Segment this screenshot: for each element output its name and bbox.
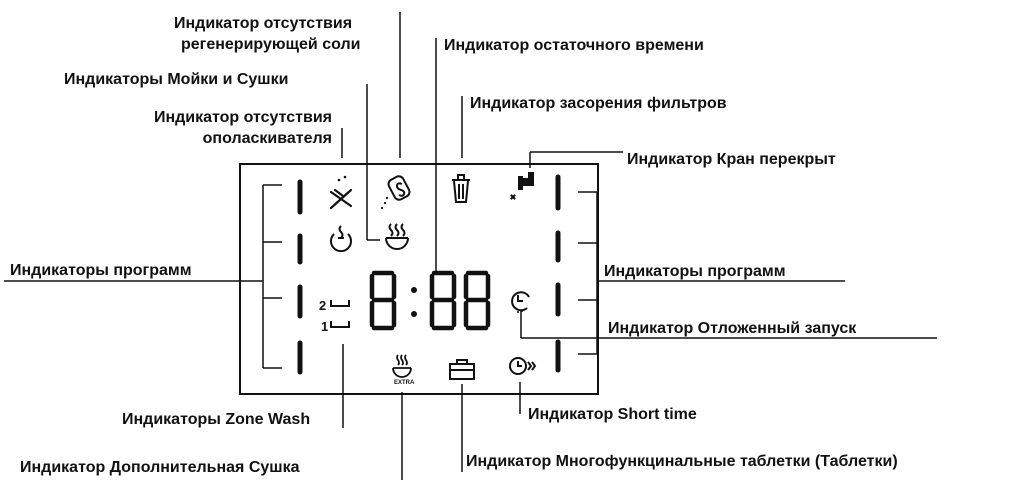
zone-tray-icons xyxy=(330,300,350,328)
zone-wash-label: Индикаторы Zone Wash xyxy=(122,411,311,428)
delay-start-label: Индикатор Отложенный запуск xyxy=(608,320,857,337)
leader-lines xyxy=(341,12,937,480)
colon-dot-bottom xyxy=(411,311,417,317)
rinse-aid-icon xyxy=(329,175,353,210)
salt-icon xyxy=(380,175,411,210)
salt-label-line1: Индикатор отсутствия xyxy=(174,15,353,32)
digit-3 xyxy=(463,270,491,331)
short-time-label: Индикатор Short time xyxy=(528,406,697,423)
digit-2 xyxy=(429,270,457,331)
salt-label-line2: регенерирующей соли xyxy=(181,36,361,53)
extra-dry-icon xyxy=(392,354,412,378)
extra-dry-label: Индикатор Дополнительная Сушка xyxy=(20,459,300,476)
wash-icon xyxy=(330,225,352,253)
zone-upper-number: 2 xyxy=(319,298,326,313)
colon-dot-top xyxy=(411,287,417,293)
rinse-label-line2: ополаскивателя xyxy=(202,130,332,147)
digit-1 xyxy=(369,270,397,331)
short-time-icon xyxy=(509,357,537,375)
filter-label: Индикатор засорения фильтров xyxy=(470,95,727,112)
programs-left-label: Индикаторы программ xyxy=(10,262,192,279)
tap-icon xyxy=(510,172,534,200)
display-frame xyxy=(239,163,599,395)
bracket-left xyxy=(4,184,282,369)
digit-display xyxy=(369,270,491,331)
filter-icon xyxy=(452,174,470,203)
programs-right-label: Индикаторы программ xyxy=(604,263,786,280)
tap-closed-label: Индикатор Кран перекрыт xyxy=(627,151,836,168)
tablet-icon xyxy=(449,359,475,380)
bracket-right xyxy=(578,191,845,355)
rinse-label-line1: Индикатор отсутствия xyxy=(153,109,332,126)
delay-clock-icon xyxy=(511,291,530,313)
tablets-label: Индикатор Многофункцинальные таблетки (Т… xyxy=(466,453,898,470)
zone-lower-number: 1 xyxy=(321,319,328,334)
wash-dry-label: Индикаторы Мойки и Сушки xyxy=(64,71,289,88)
remaining-time-label: Индикатор остаточного времени xyxy=(444,37,704,54)
dry-icon xyxy=(385,223,409,250)
extra-text: EXTRA xyxy=(394,380,415,386)
